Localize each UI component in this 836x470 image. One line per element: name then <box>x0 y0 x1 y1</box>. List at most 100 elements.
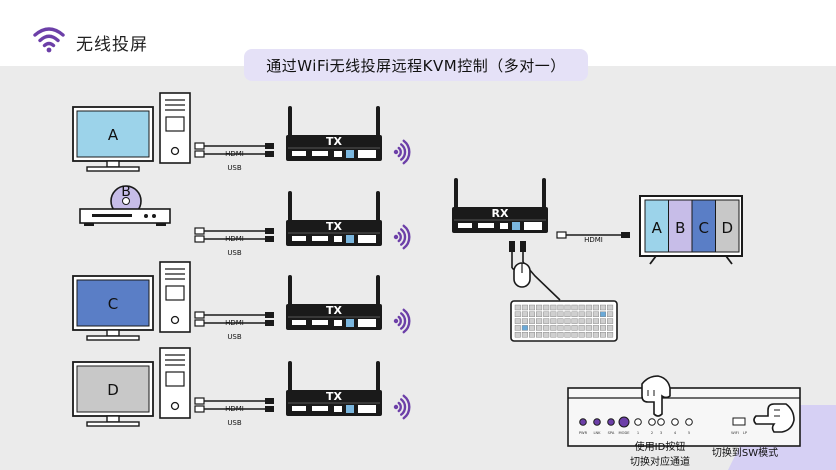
panel-led <box>579 418 587 426</box>
port <box>292 236 306 241</box>
panel-led <box>657 418 665 426</box>
cable-label: USB <box>227 164 242 172</box>
cable-plug <box>556 231 567 239</box>
port <box>346 235 354 243</box>
keyboard-key <box>536 318 543 324</box>
panel-label-4: 4 <box>674 431 677 435</box>
cable-plug <box>194 397 205 405</box>
keyboard-key <box>557 318 564 324</box>
dvd-button <box>152 214 156 218</box>
display-panel-b: B <box>668 199 693 253</box>
keyboard-body <box>510 300 618 342</box>
monitor-neck <box>106 329 120 337</box>
antenna <box>288 191 292 225</box>
port <box>500 223 508 229</box>
keyboard-key <box>607 325 614 331</box>
wifi-wave <box>400 312 407 330</box>
keyboard-key <box>600 304 607 311</box>
cable-plug <box>265 406 274 412</box>
keyboard-key <box>585 304 592 311</box>
display-panel <box>715 199 740 253</box>
port <box>312 236 328 241</box>
mouse-icon <box>513 262 531 288</box>
pointing-hand-icon <box>641 375 671 417</box>
port <box>478 223 494 228</box>
port <box>292 151 306 156</box>
port <box>334 320 342 326</box>
keyboard-key <box>557 311 564 317</box>
sw-switch <box>732 417 746 426</box>
display-panel-label: D <box>721 219 733 237</box>
display-panel-d: D <box>715 199 740 253</box>
keyboard-key <box>592 332 599 338</box>
cable-plug <box>265 151 274 157</box>
keyboard-key <box>536 311 543 317</box>
pc-tower <box>159 347 191 419</box>
port <box>358 150 376 158</box>
extender-label: RX <box>492 207 509 220</box>
source-label: B <box>121 184 131 200</box>
keyboard-key <box>543 332 550 338</box>
hand-outline <box>753 403 795 433</box>
display-leg <box>725 255 733 265</box>
port <box>346 319 354 327</box>
extender-label: TX <box>326 220 343 233</box>
antenna <box>542 178 546 212</box>
extender-label: TX <box>326 390 343 403</box>
section-title: 无线投屏 <box>76 35 148 55</box>
antenna <box>376 361 380 395</box>
sw-mode-caption: 切换到SW模式 <box>712 446 778 459</box>
antenna <box>288 106 292 140</box>
keyboard-key <box>585 325 592 331</box>
keyboard-key <box>514 318 521 324</box>
keyboard-key <box>564 332 571 338</box>
usb-plug <box>520 241 526 252</box>
wifi-wave <box>402 308 411 334</box>
port <box>334 151 342 157</box>
monitor-neck <box>106 415 120 423</box>
cable-plug <box>265 312 274 318</box>
keyboard-key <box>571 311 578 317</box>
wifi-dot <box>393 318 399 324</box>
monitor-screen <box>76 110 150 158</box>
keyboard-key <box>543 325 550 331</box>
panel-label-lnk: LNK <box>593 431 601 435</box>
display-leg <box>649 255 657 265</box>
tower-bay <box>165 285 185 301</box>
wifi-wave <box>400 228 407 246</box>
keyboard-key <box>529 332 536 338</box>
keyboard-key <box>578 332 585 338</box>
wifi-dot <box>393 149 399 155</box>
keyboard-key <box>564 304 571 311</box>
monitor-stand <box>86 166 140 172</box>
keyboard-key <box>529 318 536 324</box>
port <box>346 405 354 413</box>
keyboard-key <box>557 332 564 338</box>
port <box>524 222 542 230</box>
pc-tower <box>159 261 191 333</box>
keyboard-key <box>592 318 599 324</box>
keyboard-key <box>592 325 599 331</box>
hand-outline <box>641 375 671 417</box>
keyboard-key <box>521 304 528 311</box>
keyboard-key <box>600 311 607 317</box>
keyboard-key <box>521 318 528 324</box>
tower-bay <box>165 371 185 387</box>
wifi-icon <box>33 27 65 53</box>
port <box>512 222 520 230</box>
keyboard-key <box>571 325 578 331</box>
wifi-wave <box>402 139 411 165</box>
cable-plug <box>265 236 274 242</box>
panel-label-pwr: PWR <box>579 431 588 435</box>
keyboard-key <box>585 332 592 338</box>
keyboard-key <box>571 318 578 324</box>
keyboard-key <box>607 332 614 338</box>
keyboard-key <box>550 325 557 331</box>
pointing-hand-icon <box>753 403 795 433</box>
cable-plug <box>194 150 205 158</box>
